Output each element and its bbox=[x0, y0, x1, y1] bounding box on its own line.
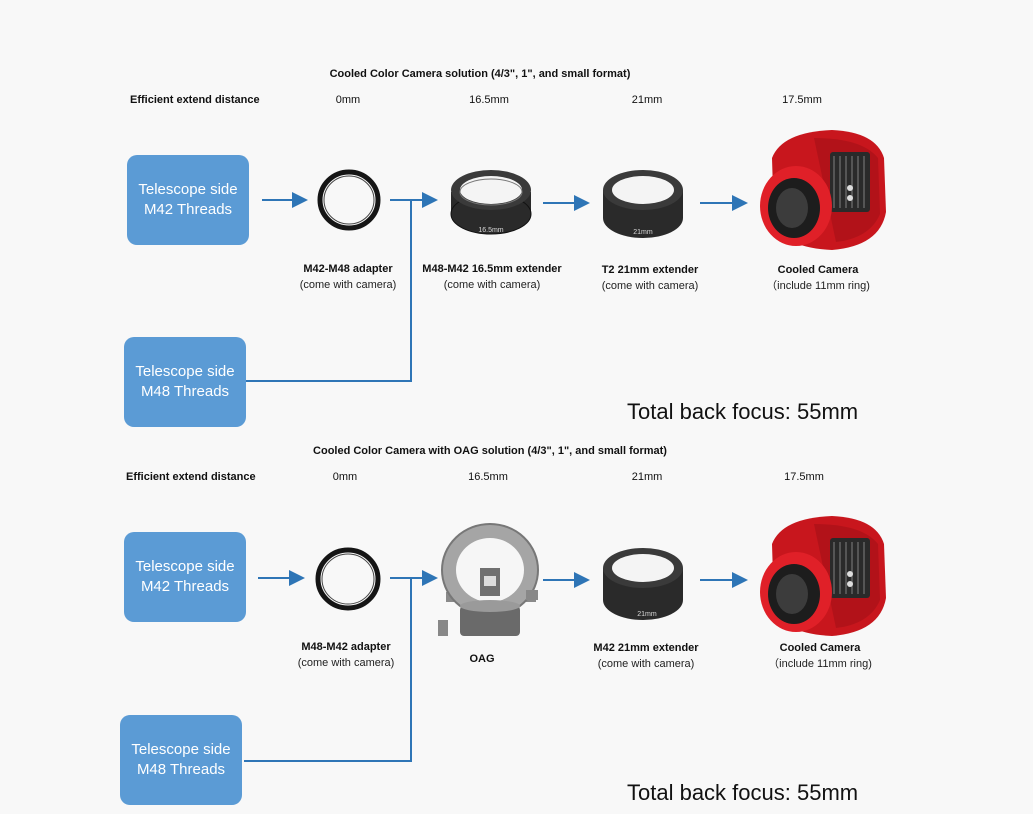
component-name: M48-M42 adapter bbox=[301, 641, 391, 653]
component-note: （include 11mm ring) bbox=[768, 658, 872, 670]
component-name: M42 21mm extender bbox=[593, 642, 699, 654]
distance-value: 16.5mm bbox=[469, 94, 509, 106]
source-line2: M48 Threads bbox=[140, 383, 230, 400]
source-box-m42: Telescope side M42 Threads bbox=[124, 532, 246, 622]
component-name: OAG bbox=[469, 653, 495, 665]
distance-label: Efficient extend distance bbox=[126, 471, 256, 483]
component-note: (come with camera) bbox=[299, 279, 397, 291]
source-line2: M42 Threads bbox=[140, 578, 230, 595]
component-name: T2 21mm extender bbox=[601, 264, 699, 276]
ring-engraving: 21mm bbox=[633, 229, 653, 236]
adapter-ring-icon bbox=[317, 169, 381, 231]
caption-extender-21: M42 21mm extender (come with camera) bbox=[593, 640, 698, 672]
distance-value: 0mm bbox=[332, 471, 358, 483]
caption-extender-16: M48-M42 16.5mm extender (come with camer… bbox=[422, 261, 561, 293]
extender-tube-icon: 21mm bbox=[603, 170, 683, 238]
component-name: M42-M48 adapter bbox=[303, 263, 393, 275]
caption-camera: Cooled Camera （include 11mm ring) bbox=[768, 640, 872, 672]
distance-value: 16.5mm bbox=[468, 471, 508, 483]
section-oag-solution: Cooled Color Camera with OAG solution (4… bbox=[0, 430, 1033, 814]
component-name: Cooled Camera bbox=[777, 264, 859, 276]
ring-engraving: 16.5mm bbox=[478, 227, 503, 234]
source-box-m48: Telescope side M48 Threads bbox=[124, 337, 246, 427]
distance-value: 21mm bbox=[631, 94, 663, 106]
caption-extender-21: T2 21mm extender (come with camera) bbox=[602, 262, 699, 294]
source-line1: Telescope side bbox=[138, 181, 238, 198]
adapter-ring-icon bbox=[315, 547, 381, 611]
total-back-focus: Total back focus: 55mm bbox=[627, 399, 859, 424]
distance-value: 17.5mm bbox=[784, 471, 824, 483]
extender-tube-icon: 16.5mm bbox=[450, 170, 532, 235]
component-name: M48-M42 16.5mm extender bbox=[422, 263, 562, 275]
component-note: (come with camera) bbox=[601, 280, 699, 292]
component-note: (come with camera) bbox=[297, 657, 395, 669]
distance-value: 0mm bbox=[335, 94, 361, 106]
oag-icon bbox=[438, 523, 539, 636]
component-note: （include 11mm ring) bbox=[766, 280, 870, 292]
section-title: Cooled Color Camera with OAG solution (4… bbox=[313, 445, 667, 457]
component-note: (come with camera) bbox=[443, 279, 541, 291]
caption-adapter: M48-M42 adapter (come with camera) bbox=[298, 639, 395, 671]
section-title: Cooled Color Camera solution (4/3", 1", … bbox=[329, 68, 631, 80]
source-line2: M48 Threads bbox=[136, 761, 226, 778]
component-note: (come with camera) bbox=[597, 658, 695, 670]
distance-label: Efficient extend distance bbox=[130, 94, 260, 106]
caption-adapter: M42-M48 adapter (come with camera) bbox=[300, 261, 397, 293]
caption-camera: Cooled Camera （include 11mm ring) bbox=[766, 262, 870, 294]
source-line1: Telescope side bbox=[135, 558, 235, 575]
source-box-m48: Telescope side M48 Threads bbox=[120, 715, 242, 805]
component-name: Cooled Camera bbox=[779, 642, 861, 654]
source-line1: Telescope side bbox=[131, 741, 231, 758]
extender-tube-icon: 21mm bbox=[603, 548, 683, 620]
cooled-camera-icon bbox=[760, 130, 886, 250]
section-standard-solution: Cooled Color Camera solution (4/3", 1", … bbox=[124, 68, 886, 427]
source-line1: Telescope side bbox=[135, 363, 235, 380]
ring-engraving: 21mm bbox=[637, 611, 657, 618]
caption-oag: OAG bbox=[469, 651, 494, 667]
distance-value: 17.5mm bbox=[782, 94, 822, 106]
total-back-focus: Total back focus: 55mm bbox=[627, 780, 859, 805]
cooled-camera-icon bbox=[760, 516, 886, 636]
source-box-m42: Telescope side M42 Threads bbox=[127, 155, 249, 245]
distance-value: 21mm bbox=[631, 471, 663, 483]
source-line2: M42 Threads bbox=[143, 201, 233, 218]
